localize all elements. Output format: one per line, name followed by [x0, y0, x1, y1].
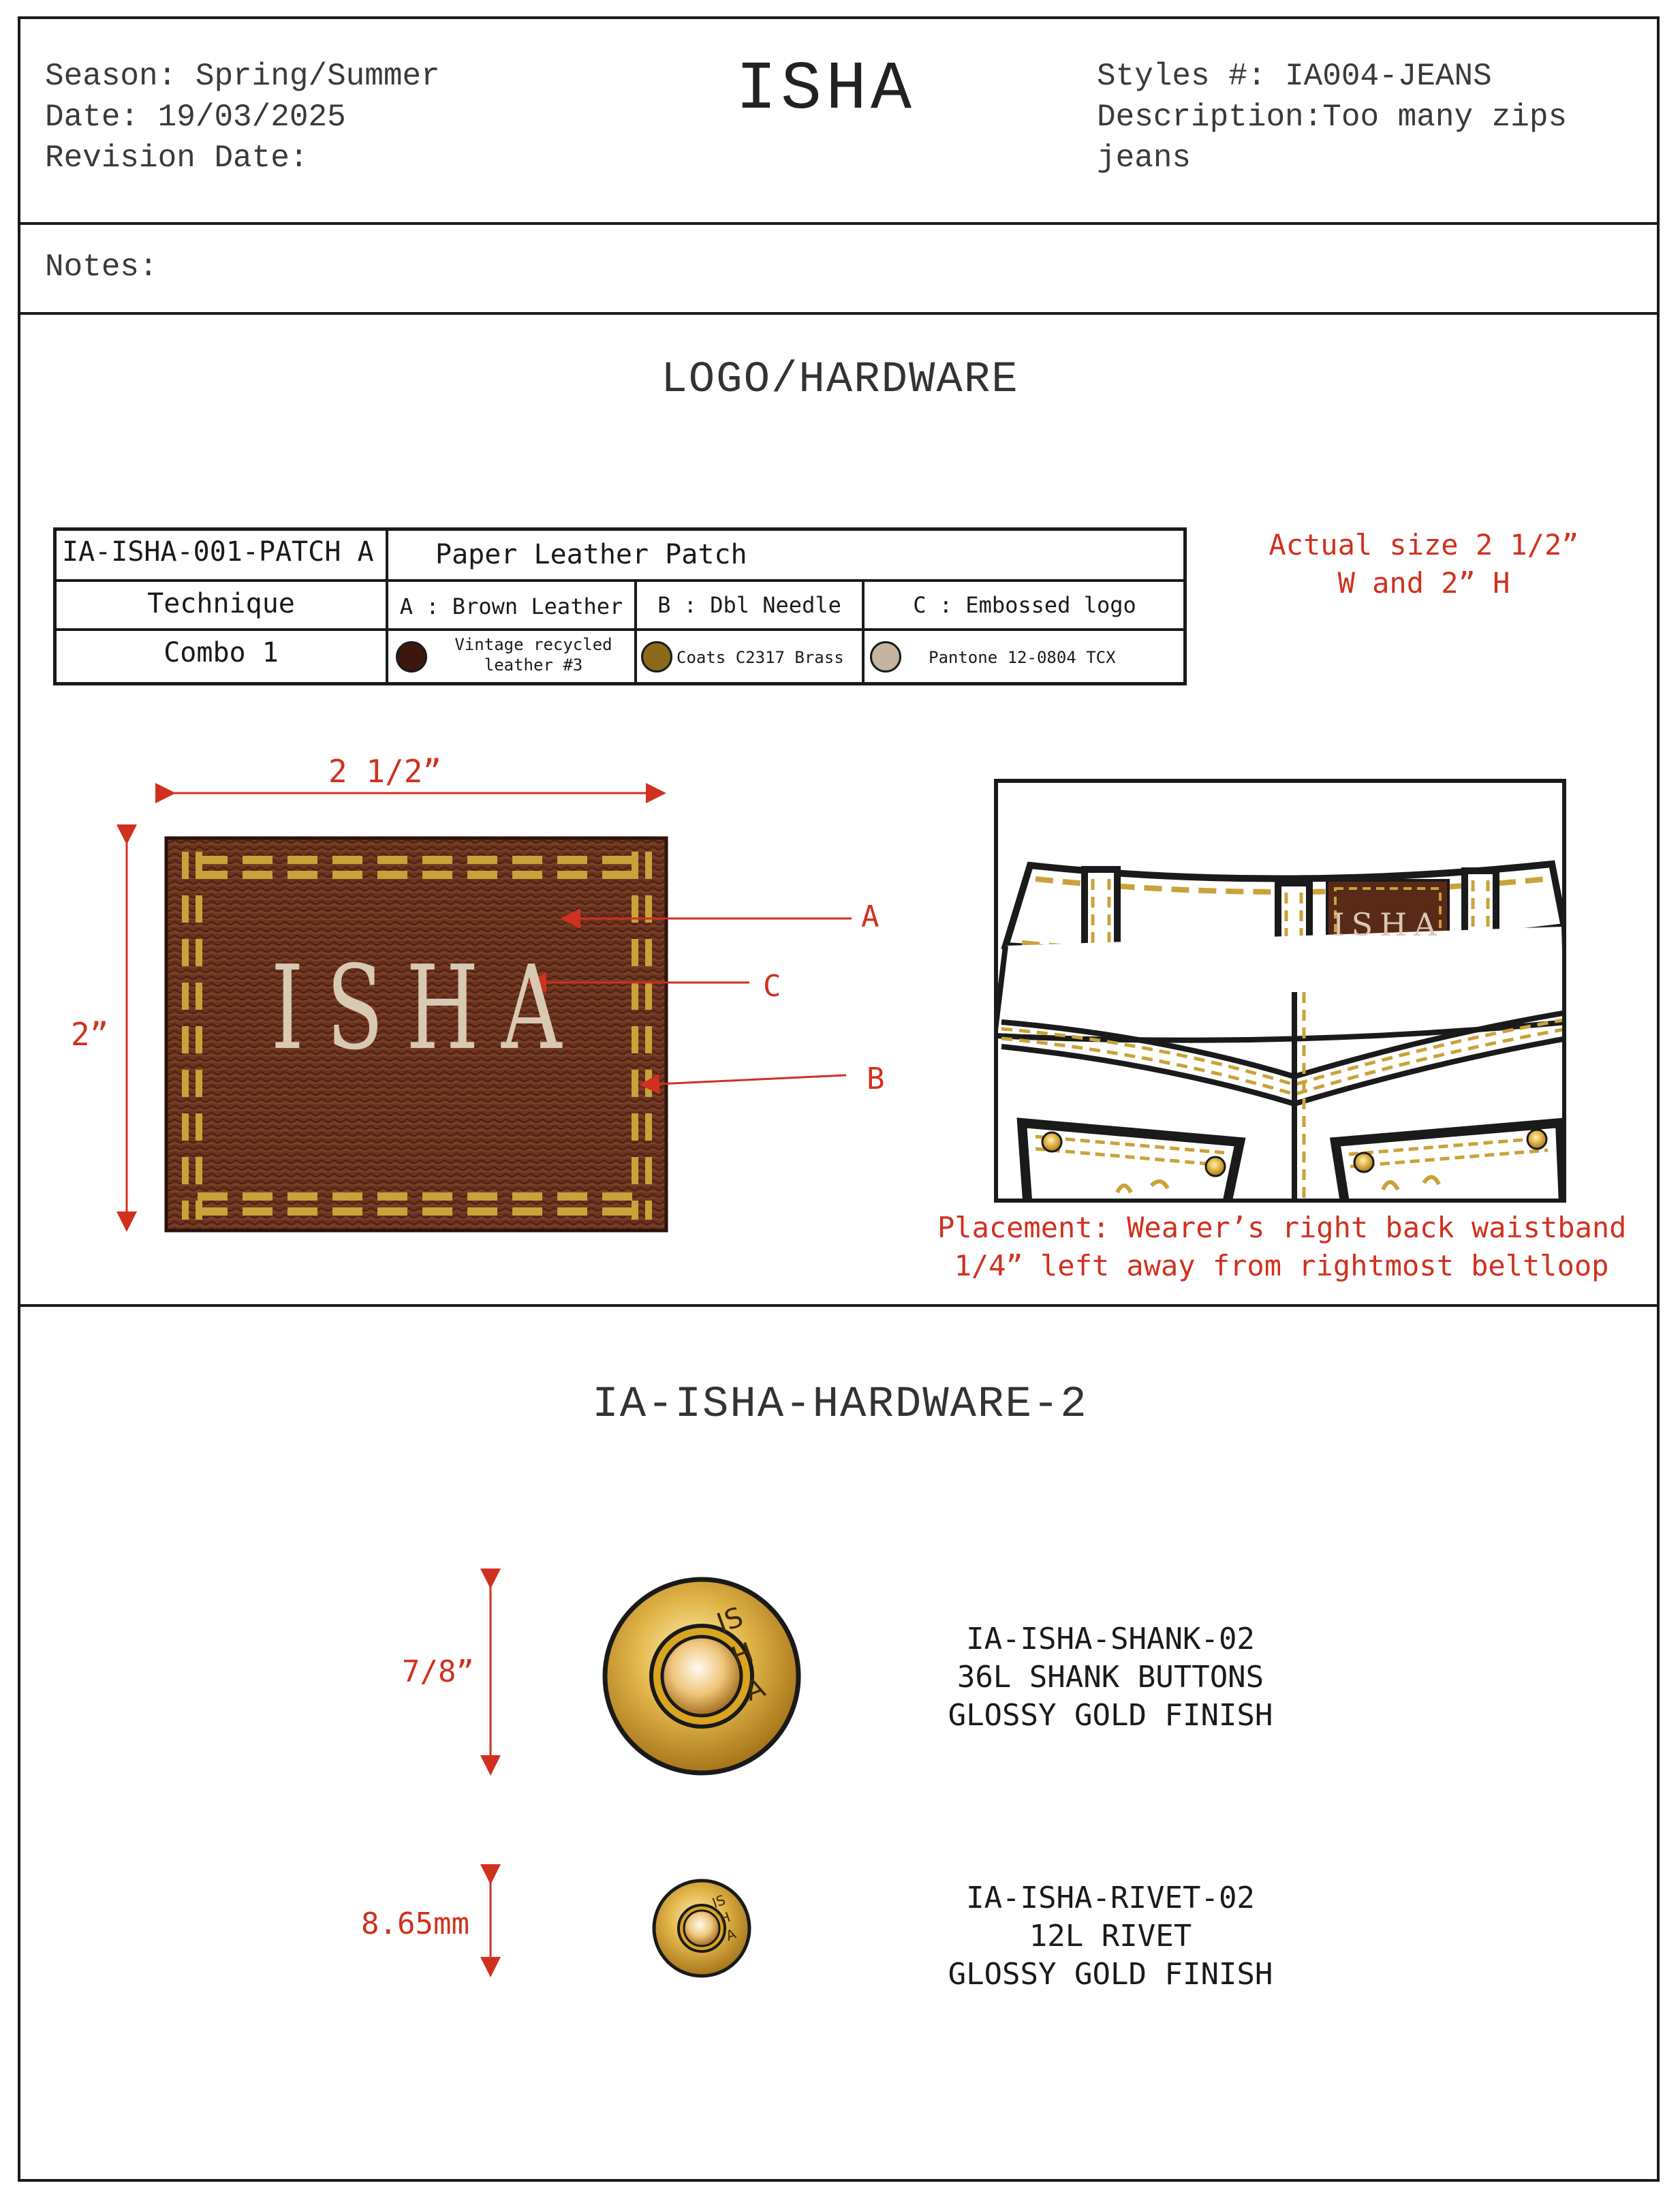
season-label: Season:	[45, 59, 177, 94]
combo-a-line1: Vintage recycled	[454, 635, 612, 654]
callout-a-label: A	[861, 899, 880, 934]
spec-name: Paper Leather Patch	[435, 539, 747, 570]
divider-notes	[18, 312, 1660, 315]
swatch-brown-leather	[396, 641, 427, 673]
combo-a: Vintage recycled leather #3	[433, 634, 634, 675]
description-value: Too many zips	[1322, 99, 1568, 135]
shank-engraving: ISHA	[713, 1601, 770, 1708]
date-label: Date:	[45, 99, 140, 135]
callout-b-line	[639, 1073, 847, 1094]
rivet-dim-label: 8.65mm	[361, 1906, 469, 1941]
rivet-type: 12L RIVET	[1029, 1919, 1192, 1953]
season-row: Season: Spring/Summer	[45, 56, 440, 97]
divider-header	[18, 222, 1660, 225]
waistband-patch-logo: ISHA	[1332, 906, 1444, 943]
callout-b-label: B	[867, 1062, 885, 1096]
description-row: Description:Too many zips	[1097, 97, 1567, 138]
style-value: IA004-JEANS	[1285, 59, 1492, 94]
spec-code: IA-ISHA-001-PATCH A	[62, 536, 374, 568]
patch-logo-embossed: ISHA	[270, 941, 585, 1076]
actual-size-line1: Actual size 2 1/2”	[1269, 528, 1579, 561]
brand-title: ISHA	[736, 52, 916, 129]
rivet-engraving: ISHA	[710, 1891, 738, 1945]
combo-b: Coats C2317 Brass	[676, 648, 844, 667]
hardware-section-title: IA-ISHA-HARDWARE-2	[592, 1380, 1088, 1430]
style-row: Styles #: IA004-JEANS	[1097, 56, 1492, 97]
shank-dim-label: 7/8”	[402, 1654, 474, 1689]
rivet-spec: IA-ISHA-RIVET-02 12L RIVET GLOSSY GOLD F…	[879, 1879, 1342, 1994]
revision-label: Revision Date:	[45, 140, 309, 176]
revision-row: Revision Date:	[45, 138, 308, 179]
actual-size-line2: W and 2” H	[1337, 566, 1510, 600]
shank-spec: IA-ISHA-SHANK-02 36L SHANK BUTTONS GLOSS…	[879, 1620, 1342, 1735]
shank-type: 36L SHANK BUTTONS	[956, 1660, 1264, 1695]
patch-width-label: 2 1/2”	[328, 753, 442, 790]
divider-hardware	[18, 1304, 1660, 1307]
date-value: 19/03/2025	[157, 99, 346, 135]
combo-c: Pantone 12-0804 TCX	[929, 648, 1116, 667]
placement-note: Placement: Wearer’s right back waistband…	[937, 1209, 1627, 1285]
shank-finish: GLOSSY GOLD FINISH	[948, 1698, 1273, 1733]
rivet-code: IA-ISHA-RIVET-02	[966, 1881, 1255, 1915]
season-value: Spring/Summer	[195, 59, 440, 94]
callout-c-label: C	[763, 969, 781, 1004]
style-label: Styles #:	[1097, 59, 1266, 94]
placement-line2: 1/4” left away from rightmost beltloop	[954, 1249, 1609, 1282]
combo-a-line2: leather #3	[484, 655, 583, 675]
notes-label: Notes:	[45, 249, 158, 285]
actual-size-note: Actual size 2 1/2” W and 2” H	[1219, 526, 1628, 602]
description-label: Description:	[1097, 99, 1323, 135]
combo-label: Combo 1	[164, 637, 279, 668]
patch-height-label: 2”	[71, 1016, 109, 1053]
description-line2: jeans	[1097, 140, 1192, 176]
notes-row: Notes:	[45, 247, 158, 288]
rivet-finish: GLOSSY GOLD FINISH	[948, 1957, 1273, 1992]
technique-b: B : Dbl Needle	[657, 592, 841, 618]
date-row: Date: 19/03/2025	[45, 97, 346, 138]
swatch-brass-thread	[641, 641, 672, 673]
swatch-pantone	[870, 641, 901, 673]
spec-table: IA-ISHA-001-PATCH A Paper Leather Patch …	[53, 527, 1187, 685]
placement-line1: Placement: Wearer’s right back waistband	[937, 1211, 1627, 1244]
technique-a: A : Brown Leather	[399, 593, 623, 619]
page-frame	[18, 16, 1660, 2182]
leather-patch	[164, 836, 668, 1233]
shank-button-illustration	[602, 1577, 801, 1776]
waistband-illustration	[994, 779, 1566, 1203]
shank-code: IA-ISHA-SHANK-02	[966, 1622, 1255, 1656]
technique-label: Technique	[147, 588, 295, 619]
rivet-illustration	[652, 1879, 751, 1978]
logo-section-title: LOGO/HARDWARE	[661, 356, 1019, 405]
technique-c: C : Embossed logo	[913, 592, 1136, 618]
